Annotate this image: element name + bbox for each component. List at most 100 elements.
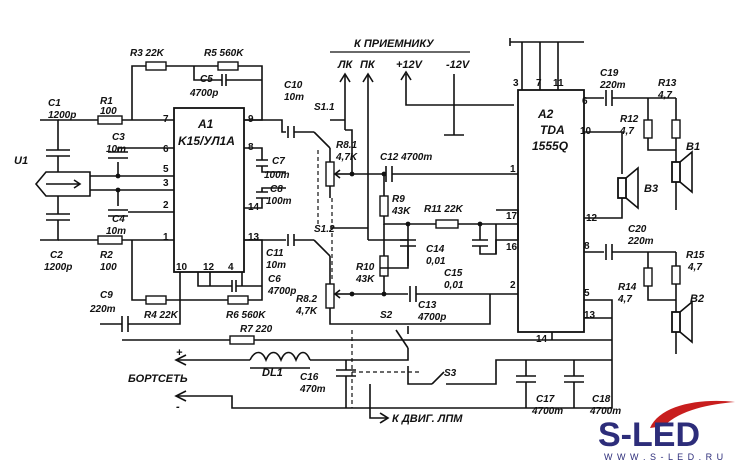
a1-pin-5: 5 bbox=[163, 164, 169, 175]
r8-1-value: 4,7K bbox=[335, 152, 358, 163]
c8-label: C8 bbox=[270, 184, 283, 195]
c15-value: 0,01 bbox=[444, 280, 464, 291]
s1-2-switch[interactable] bbox=[313, 239, 331, 257]
motor-label: К ДВИГ. ЛПМ bbox=[392, 413, 463, 425]
r4-resistor bbox=[145, 295, 167, 305]
r9-label: R9 bbox=[392, 194, 405, 205]
s3-switch[interactable] bbox=[431, 371, 445, 385]
c16-value: 470m bbox=[299, 384, 326, 395]
c19-value: 220m bbox=[599, 80, 626, 91]
c4-label: C4 bbox=[112, 214, 125, 225]
c2-label: C2 bbox=[50, 250, 63, 261]
r12-resistor bbox=[643, 119, 653, 139]
b2-speaker bbox=[671, 300, 693, 344]
c9-capacitor bbox=[121, 316, 129, 332]
r13-label: R13 bbox=[658, 78, 677, 89]
r14-resistor bbox=[643, 267, 653, 287]
r9-resistor bbox=[379, 195, 389, 217]
b1-label: B1 bbox=[686, 141, 700, 153]
c9-value: 220m bbox=[89, 304, 116, 315]
r7-label: R7 220 bbox=[240, 324, 273, 335]
c20-capacitor bbox=[605, 244, 613, 260]
c11-capacitor bbox=[287, 234, 295, 246]
a2-pin-3: 3 bbox=[513, 78, 519, 89]
r8-2-pot[interactable] bbox=[325, 283, 335, 309]
r14-label: R14 bbox=[618, 282, 637, 293]
chip-a2-part1: TDA bbox=[540, 123, 565, 137]
c4-capacitor bbox=[108, 209, 128, 217]
b3-speaker bbox=[617, 166, 639, 210]
r7-resistor bbox=[229, 335, 255, 345]
a2-pin-17: 17 bbox=[506, 211, 518, 222]
r14-value: 4,7 bbox=[617, 294, 632, 305]
r5-resistor bbox=[217, 61, 239, 71]
a1-pin-4: 4 bbox=[228, 262, 234, 273]
c10-value: 10m bbox=[284, 92, 304, 103]
a1-pin-3: 3 bbox=[163, 178, 169, 189]
c19-label: C19 bbox=[600, 68, 619, 79]
c5-label: C5 bbox=[200, 74, 213, 85]
s1-1-switch[interactable] bbox=[313, 131, 331, 149]
c7-capacitor bbox=[256, 159, 268, 167]
c20-label: C20 bbox=[628, 224, 647, 235]
chip-a1-part: K15/УЛ1А bbox=[178, 134, 235, 148]
c16-capacitor bbox=[336, 369, 356, 377]
c8-value: 100m bbox=[266, 196, 292, 207]
r10-resistor bbox=[379, 255, 389, 277]
b1-speaker bbox=[671, 150, 693, 194]
a2-top-pins bbox=[521, 42, 559, 90]
r2-value: 100 bbox=[100, 262, 117, 273]
r1-resistor bbox=[97, 115, 123, 125]
a2-pin-5: 5 bbox=[584, 288, 590, 299]
r3-resistor bbox=[145, 61, 167, 71]
c1-value: 1200p bbox=[48, 110, 76, 121]
r3-label: R3 22K bbox=[130, 48, 165, 59]
r11-resistor bbox=[435, 219, 459, 229]
c18-capacitor bbox=[564, 375, 584, 383]
c14-label: C14 bbox=[426, 244, 445, 255]
c11-value: 10m bbox=[266, 260, 286, 271]
chip-a2-name: A2 bbox=[537, 107, 554, 121]
r8-1-pot[interactable] bbox=[325, 161, 335, 187]
plus12-label: +12V bbox=[396, 59, 424, 71]
r13-value: 4,7 bbox=[657, 90, 672, 101]
dl1-label: DL1 bbox=[262, 367, 283, 379]
r2-label: R2 bbox=[100, 250, 113, 261]
a1-pin-2: 2 bbox=[163, 200, 169, 211]
s3-label: S3 bbox=[444, 368, 457, 379]
r6-label: R6 560K bbox=[226, 310, 266, 321]
c19-capacitor bbox=[605, 90, 613, 106]
b2-label: B2 bbox=[690, 293, 704, 305]
r15-resistor bbox=[671, 265, 681, 285]
chip-a1-name: A1 bbox=[197, 117, 214, 131]
c10-label: C10 bbox=[284, 80, 303, 91]
c15-capacitor bbox=[472, 239, 488, 247]
c5-value: 4700p bbox=[189, 88, 218, 99]
pk-label: ПК bbox=[360, 59, 376, 71]
c6-capacitor bbox=[231, 280, 237, 292]
c13-value: 4700p bbox=[417, 312, 446, 323]
a1-pin-6: 6 bbox=[163, 144, 169, 155]
minus-label: - bbox=[176, 401, 180, 413]
plus-label: + bbox=[176, 347, 183, 359]
r6-resistor bbox=[227, 295, 249, 305]
c12-capacitor bbox=[385, 166, 393, 182]
b3-label: B3 bbox=[644, 183, 658, 195]
c6-value: 4700p bbox=[267, 286, 296, 297]
s1-1-label: S1.1 bbox=[314, 102, 335, 113]
s2-switch[interactable] bbox=[395, 329, 409, 349]
receiver-label: К ПРИЕМНИКУ bbox=[354, 38, 435, 50]
c11-label: C11 bbox=[266, 248, 284, 259]
dl1-choke bbox=[249, 351, 311, 363]
c13-label: C13 bbox=[418, 300, 437, 311]
r15-label: R15 bbox=[686, 250, 705, 261]
a2-pin-1: 1 bbox=[510, 164, 516, 175]
c4-value: 10m bbox=[106, 226, 126, 237]
c18-label: C18 bbox=[592, 394, 611, 405]
c14-value: 0,01 bbox=[426, 256, 446, 267]
r8-2-label: R8.2 bbox=[296, 294, 318, 305]
c2-value: 1200p bbox=[44, 262, 72, 273]
r4-label: R4 22K bbox=[144, 310, 179, 321]
